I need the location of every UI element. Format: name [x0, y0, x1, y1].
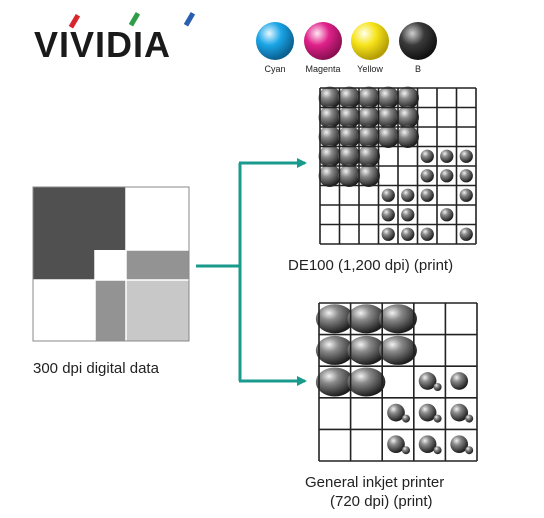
- ink-droplet: [338, 164, 361, 187]
- ink-droplet: [381, 227, 395, 241]
- ink-droplet: [318, 164, 341, 187]
- satellite-droplet: [433, 383, 442, 391]
- ink-droplet: [418, 435, 437, 454]
- ink-droplet: [381, 188, 395, 202]
- cyan-ink-dot: [256, 22, 294, 60]
- ink-droplet: [401, 227, 415, 241]
- satellite-droplet: [465, 414, 474, 423]
- source-cell-light: [126, 280, 189, 341]
- satellite-droplet: [465, 446, 474, 455]
- black-ink-dot: [399, 22, 437, 60]
- ink-droplet: [450, 372, 469, 390]
- ink-droplet: [377, 125, 400, 148]
- flow-arrows: [196, 158, 307, 386]
- satellite-droplet: [433, 446, 442, 455]
- brand-logo: VIVIDIA: [34, 11, 196, 65]
- brand-wordmark: VIVIDIA: [34, 24, 171, 65]
- satellite-droplet: [402, 446, 410, 455]
- ink-droplet: [418, 403, 437, 422]
- magenta-label: Magenta: [305, 64, 341, 74]
- logo-red-accent: [68, 13, 81, 29]
- ink-droplet: [318, 125, 341, 148]
- ink-droplet: [318, 86, 341, 109]
- ink-droplet: [377, 86, 400, 109]
- ink-droplet: [379, 335, 417, 365]
- ink-droplet: [440, 169, 454, 183]
- ink-droplet: [347, 304, 386, 334]
- yellow-ink-dot: [351, 22, 389, 60]
- ink-droplet: [401, 208, 415, 222]
- ink-droplet: [420, 149, 434, 163]
- ink-droplet: [450, 403, 469, 422]
- ink-droplet: [381, 208, 395, 222]
- ink-droplet: [338, 86, 361, 109]
- ink-droplet: [377, 106, 400, 129]
- source-cell-gray-mid: [126, 250, 189, 280]
- logo-green-accent: [128, 11, 141, 27]
- ink-droplet: [357, 125, 380, 148]
- ink-droplet: [387, 435, 405, 454]
- source-cell-white-top: [126, 187, 189, 250]
- ink-set: [256, 22, 437, 60]
- ink-droplet: [459, 169, 473, 183]
- satellite-droplet: [433, 414, 442, 423]
- source-caption: 300 dpi digital data: [33, 360, 159, 377]
- ink-droplet: [315, 335, 354, 365]
- source-cell-white-center: [95, 250, 126, 280]
- ink-droplet: [420, 169, 434, 183]
- black-label: B: [414, 64, 421, 74]
- ink-droplet: [315, 367, 354, 397]
- ink-droplet: [440, 208, 454, 222]
- cyan-label: Cyan: [264, 64, 286, 74]
- ink-droplet: [440, 149, 454, 163]
- ink-droplet: [401, 188, 415, 202]
- ink-droplet: [338, 145, 361, 168]
- ink-droplet: [357, 145, 380, 168]
- ink-droplet: [420, 227, 434, 241]
- ink-droplet: [459, 227, 473, 241]
- de100-caption: DE100 (1,200 dpi) (print): [288, 257, 454, 274]
- ink-droplet: [450, 435, 469, 454]
- ink-droplet: [318, 106, 341, 129]
- ink-droplet: [396, 106, 419, 129]
- ink-droplet: [459, 149, 473, 163]
- satellite-droplet: [402, 414, 410, 423]
- ink-droplet: [396, 86, 419, 109]
- source-cell-gray-bottom: [95, 280, 126, 341]
- ink-droplet: [357, 106, 380, 129]
- magenta-ink-dot: [304, 22, 342, 60]
- de100-dot-grid: [318, 86, 477, 245]
- ink-droplet: [459, 188, 473, 202]
- ink-droplet: [396, 125, 419, 148]
- ink-droplet: [379, 304, 417, 334]
- ink-droplet: [318, 145, 341, 168]
- ink-droplet: [357, 86, 380, 109]
- ink-droplet: [347, 367, 386, 397]
- ink-droplet: [357, 164, 380, 187]
- ink-droplet: [418, 372, 437, 390]
- source-cell-white-bottom: [33, 280, 95, 341]
- ink-droplet: [338, 106, 361, 129]
- ink-droplet: [420, 188, 434, 202]
- inkjet-caption-line2: (720 dpi) (print): [330, 493, 433, 510]
- logo-blue-accent: [183, 11, 196, 27]
- source-image: [32, 186, 190, 342]
- yellow-label: Yellow: [357, 64, 383, 74]
- ink-droplet: [347, 335, 386, 365]
- inkjet-dot-grid: [315, 302, 478, 462]
- ink-droplet: [338, 125, 361, 148]
- ink-droplet: [315, 304, 354, 334]
- ink-droplet: [387, 403, 405, 422]
- inkjet-caption-line1: General inkjet printer: [305, 474, 445, 491]
